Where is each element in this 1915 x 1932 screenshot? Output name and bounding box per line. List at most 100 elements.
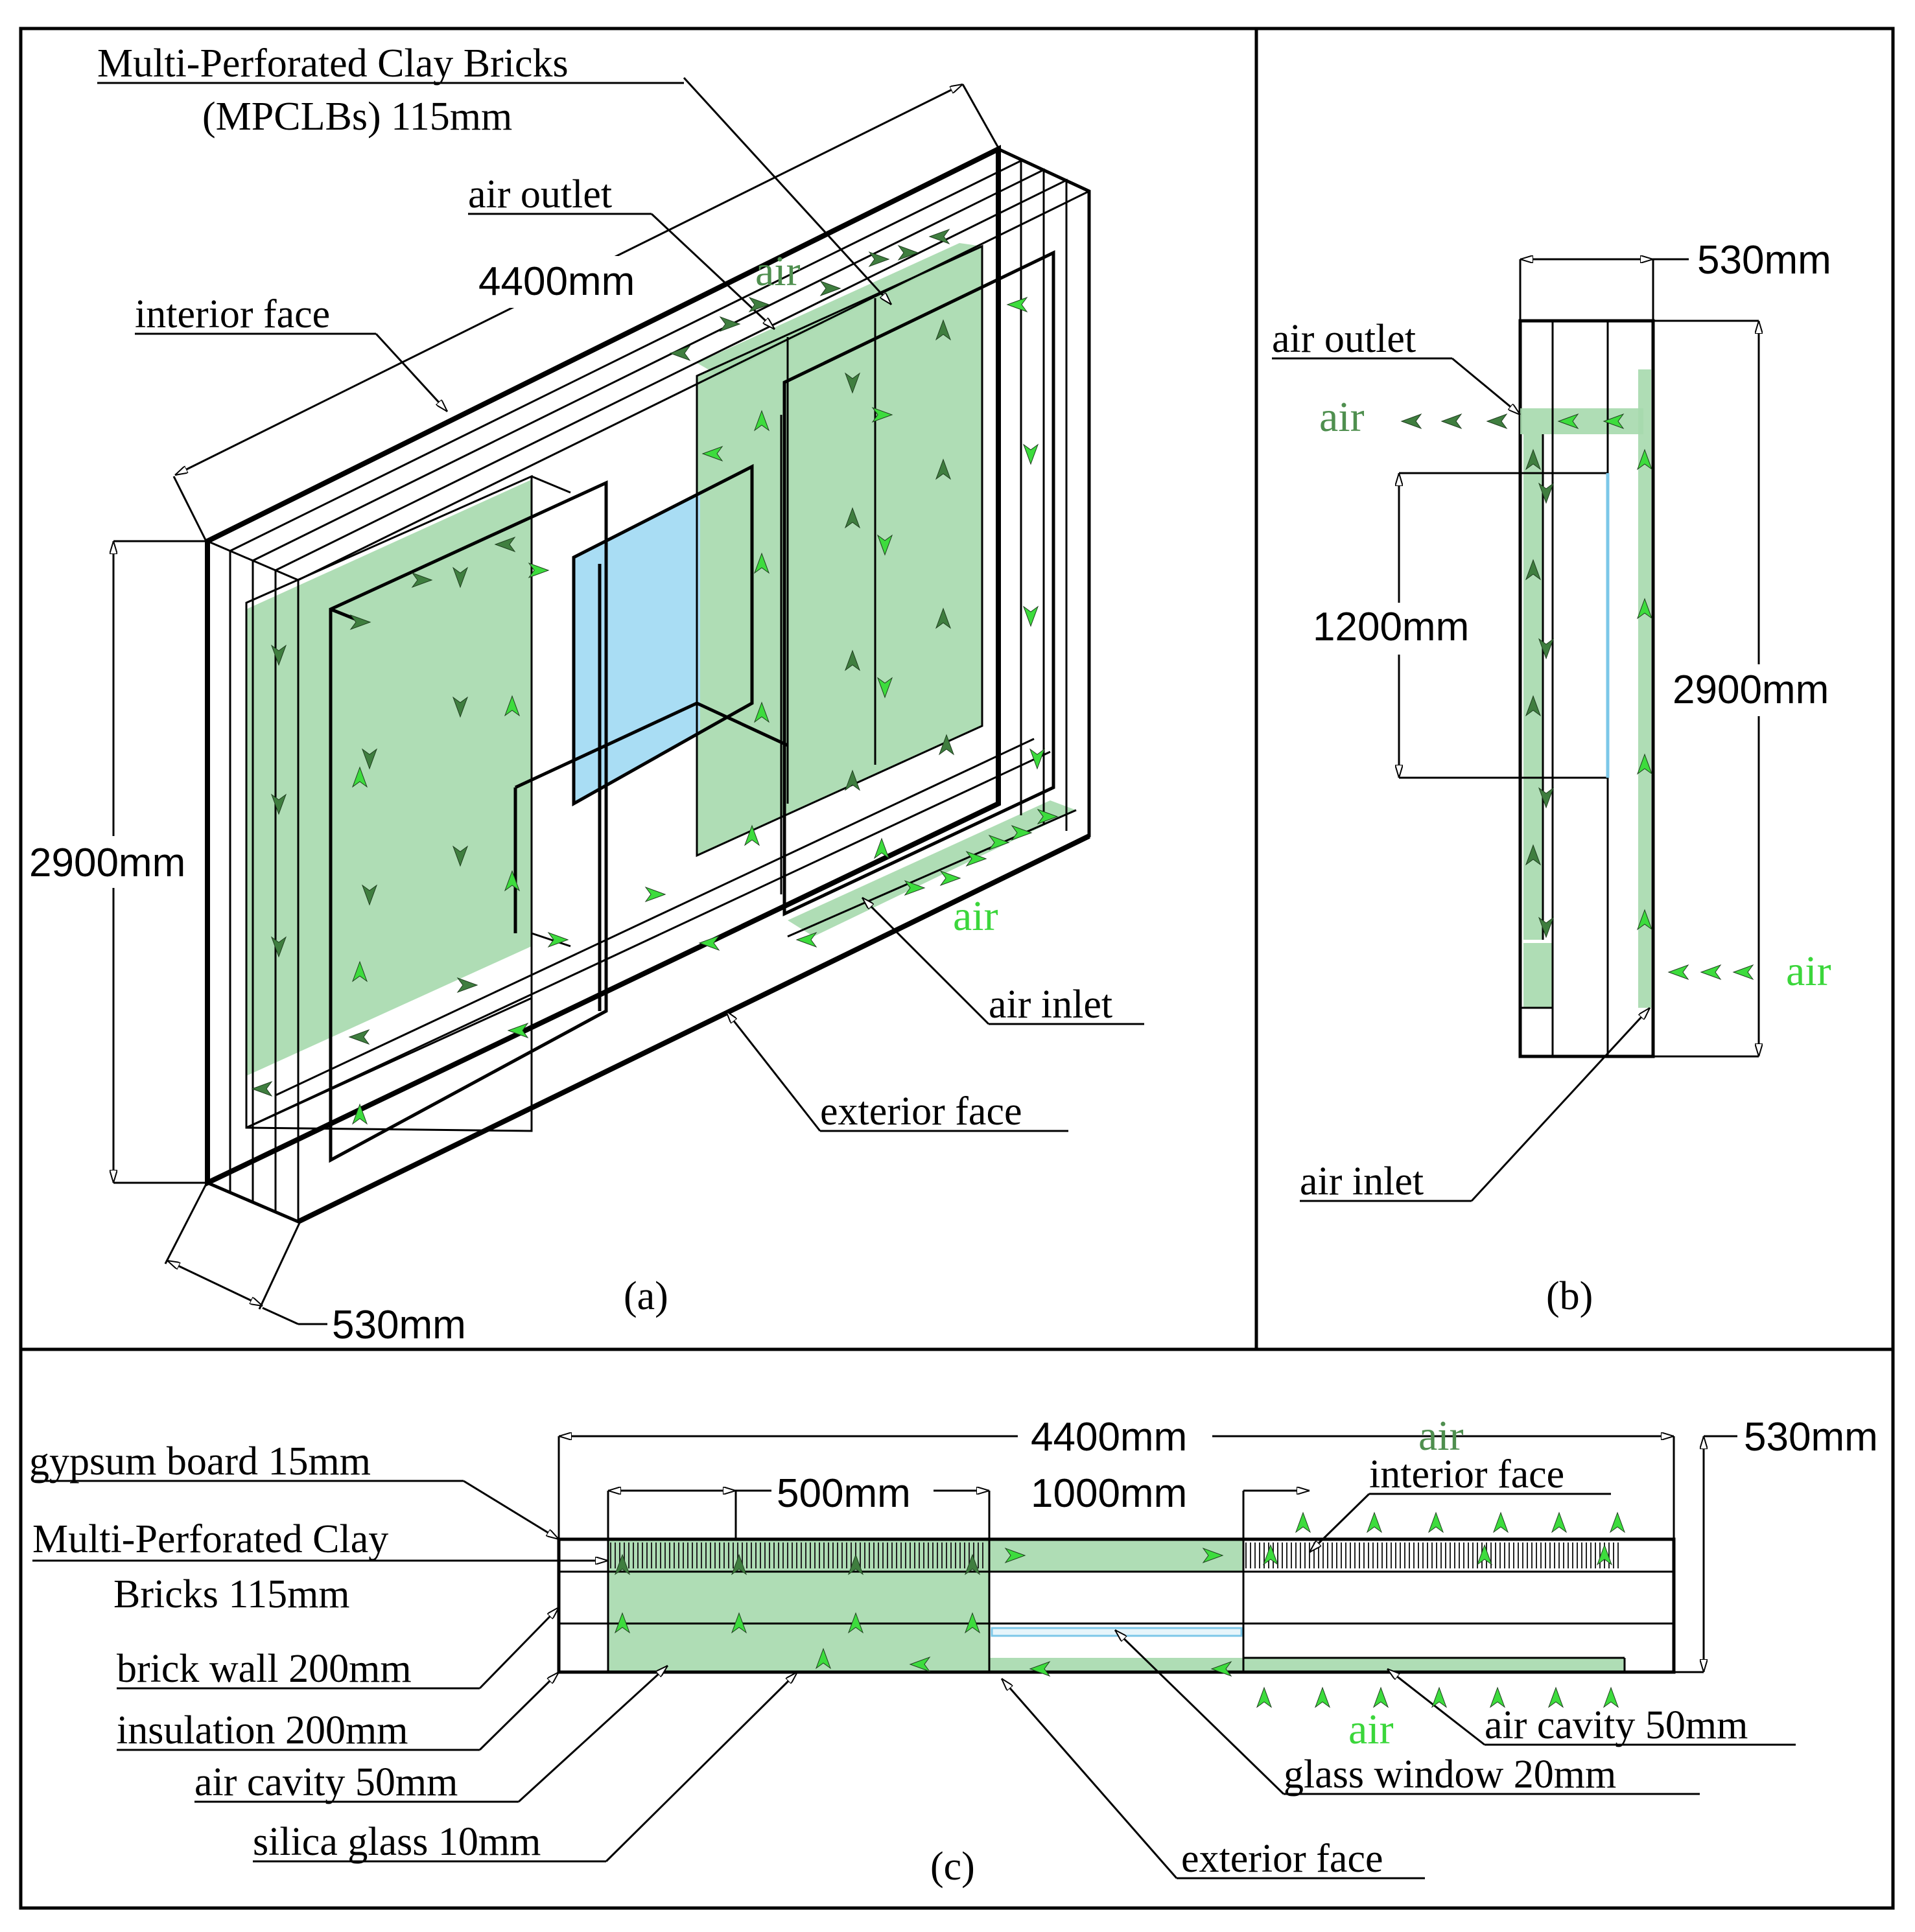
label-mpclb-line1-c: Multi-Perforated Clay xyxy=(32,1517,388,1561)
airflow-arrow-b xyxy=(1400,413,1422,430)
window-frame xyxy=(513,463,789,1011)
airflow-arrow-a xyxy=(351,766,368,788)
airflow-arrow-a xyxy=(504,870,521,892)
airflow-arrow-c xyxy=(964,1554,981,1576)
airflow-arrow-a xyxy=(897,244,919,261)
airflow-arrow-a xyxy=(876,534,893,556)
airflow-arrow-c xyxy=(731,1554,747,1576)
airflow-arrow-c xyxy=(847,1554,864,1576)
label-gypsum-c: gypsum board 15mm xyxy=(29,1439,371,1484)
dim-height-a: 2900mm xyxy=(26,540,207,1184)
label-air-outlet-b: air outlet xyxy=(1272,317,1416,361)
label-air-inlet-a: air inlet xyxy=(989,983,1112,1027)
airflow-arrow-a xyxy=(411,572,433,588)
airflow-arrow-a xyxy=(844,507,861,529)
airflow-arrow-b xyxy=(1636,598,1653,620)
airflow-arrow-c xyxy=(1596,1544,1613,1566)
label-glass-window-c: glass window 20mm xyxy=(1284,1752,1616,1797)
label-air-inlet-b: air inlet xyxy=(1300,1159,1424,1204)
air-label-right-b: air xyxy=(1786,948,1831,995)
airflow-arrow-b xyxy=(1525,559,1542,581)
airflow-arrow-a xyxy=(748,296,770,313)
dim-length-label-a: 4400mm xyxy=(478,259,635,304)
airflow-arrow-a xyxy=(251,1080,273,1097)
airflow-arrow-a xyxy=(701,445,723,462)
caption-b: (b) xyxy=(1546,1274,1593,1318)
airflow-arrow-a xyxy=(547,931,569,948)
label-interior-face-a: interior face xyxy=(135,292,330,336)
airflow-arrow-b xyxy=(1525,695,1542,717)
label-mpclb-line2-a: (MPCLBs) 115mm xyxy=(202,95,512,139)
label-insulation-c: insulation 200mm xyxy=(117,1708,408,1752)
airflow-arrow-b xyxy=(1636,448,1653,471)
airflow-arrow-c xyxy=(964,1612,981,1634)
interior-cavity-bottom-fill xyxy=(1523,943,1553,1008)
label-air-outlet-a: air outlet xyxy=(468,172,612,216)
dim-1000-label-c: 1000mm xyxy=(1031,1471,1187,1516)
airflow-arrow-a xyxy=(507,1022,529,1039)
airflow-arrow-a xyxy=(361,748,378,770)
dim-height-label-b: 2900mm xyxy=(1673,668,1829,712)
airflow-arrow-a xyxy=(868,251,890,268)
panel-c: 4400mm 530mm 500mm 1000mm gypsum xyxy=(29,1412,1878,1889)
leader-outlet-b xyxy=(1451,357,1520,415)
label-air-cavity-right-c: air cavity 50mm xyxy=(1485,1703,1748,1747)
airflow-arrow-c xyxy=(1476,1544,1493,1566)
airflow-arrow-c xyxy=(731,1612,747,1634)
airflow-arrow-a xyxy=(270,793,287,815)
airflow-arrow-a xyxy=(1006,296,1028,313)
window-glass xyxy=(574,493,700,804)
airflow-arrows-c xyxy=(614,1511,1626,1708)
air-label-bottom-c: air xyxy=(1348,1706,1394,1753)
airflow-arrow-a xyxy=(452,845,469,867)
airflow-arrow-a xyxy=(844,372,861,394)
airflow-arrow-a xyxy=(528,562,550,579)
airflow-arrow-a xyxy=(348,1029,370,1045)
airflow-arrow-a xyxy=(753,410,770,432)
wall-bottom-edge xyxy=(297,833,1090,1224)
airflow-arrow-a xyxy=(965,850,987,867)
caption-a: (a) xyxy=(624,1274,668,1318)
airflow-arrow-a xyxy=(504,695,521,717)
airflow-arrow-b xyxy=(1636,753,1653,775)
airflow-arrow-c xyxy=(1431,1686,1448,1708)
dim-height-label-a: 2900mm xyxy=(29,841,185,885)
airflow-arrow-a xyxy=(938,734,955,756)
dim-1000-c: 1000mm xyxy=(1031,1471,1310,1539)
airflow-arrow-a xyxy=(753,701,770,723)
dim-depth-label-c: 530mm xyxy=(1744,1415,1878,1460)
mpclb-channel-fill-c xyxy=(989,1540,1243,1571)
airflow-arrow-a xyxy=(935,319,952,341)
airflow-arrow-a xyxy=(494,536,516,553)
left-frame xyxy=(329,480,608,1163)
air-label-top-c: air xyxy=(1418,1412,1464,1460)
airflow-arrow-c xyxy=(1609,1511,1626,1533)
airflow-arrow-c xyxy=(1603,1686,1619,1708)
dim-depth-b: 530mm xyxy=(1519,238,1831,321)
airflow-arrow-c xyxy=(1551,1511,1568,1533)
labels-left-c: gypsum board 15mm Multi-Perforated Clay … xyxy=(29,1439,797,1864)
panel-b: 530mm 2900mm 1200mm air outlet air inlet… xyxy=(1272,238,1848,1318)
label-brick-wall-c: brick wall 200mm xyxy=(117,1647,412,1691)
dim-length-label-c: 4400mm xyxy=(1031,1415,1187,1460)
airflow-arrow-b xyxy=(1667,964,1689,981)
airflow-arrow-a xyxy=(361,884,378,906)
air-label-bottom-a: air xyxy=(953,892,998,940)
airflow-arrow-b xyxy=(1538,787,1555,809)
airflow-arrow-a xyxy=(939,870,961,887)
airflow-arrow-b xyxy=(1525,448,1542,471)
airflow-arrow-a xyxy=(988,834,1010,851)
airflow-arrow-c xyxy=(1366,1511,1383,1533)
airflow-arrow-b xyxy=(1557,413,1579,430)
dim-depth-a: 530mm xyxy=(164,1183,466,1347)
airflow-arrow-c xyxy=(1427,1511,1444,1533)
plan-layers xyxy=(557,1537,1676,1674)
airflow-arrow-c xyxy=(815,1647,832,1670)
caption-c: (c) xyxy=(930,1845,975,1889)
airflow-arrow-a xyxy=(270,936,287,958)
airflow-arrow-a xyxy=(719,316,741,332)
outlet-channel-fill xyxy=(1520,408,1643,434)
dim-500-label-c: 500mm xyxy=(777,1471,911,1516)
leader-inlet-b xyxy=(1470,1008,1650,1202)
